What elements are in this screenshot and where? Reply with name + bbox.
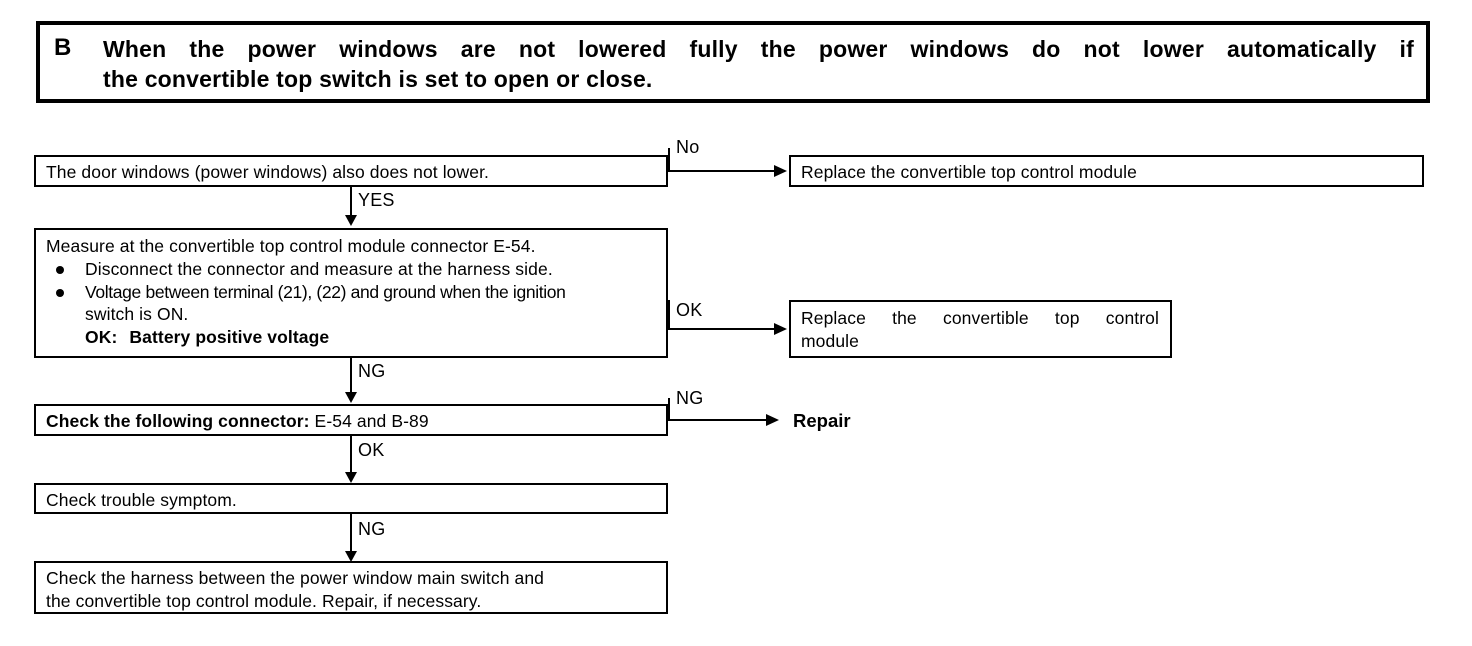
edge-ok-1-line — [668, 328, 776, 330]
node-door-windows: The door windows (power windows) also do… — [34, 155, 668, 187]
edge-label-ok-2: OK — [358, 440, 385, 460]
node-check-symptom-label: Check trouble symptom. — [46, 490, 237, 510]
node-check-harness-line-2: the convertible top control module. Repa… — [46, 590, 482, 611]
edge-ok-1-arrowhead — [774, 323, 787, 335]
header-callout-box: B When the power windows are not lowered… — [36, 21, 1430, 103]
bullet-icon — [56, 288, 64, 297]
header-text-line-1: When the power windows are not lowered f… — [103, 36, 1414, 62]
header-text-line-2: the convertible top switch is set to ope… — [103, 66, 653, 93]
node-check-connector-rest: E-54 and B-89 — [309, 411, 429, 431]
edge-ng-3-arrowhead — [345, 551, 357, 562]
node-measure-bullet-2-line-2: switch is ON. — [85, 304, 189, 325]
node-replace-module-1: Replace the convertible top control modu… — [789, 155, 1424, 187]
node-measure: Measure at the convertible top control m… — [34, 228, 668, 358]
edge-no-stub — [668, 148, 670, 172]
node-measure-title: Measure at the convertible top control m… — [46, 236, 536, 256]
node-check-connector-row: Check the following connector: E-54 and … — [46, 410, 658, 433]
node-check-connector: Check the following connector: E-54 and … — [34, 404, 668, 436]
edge-ng-1-arrowhead — [345, 392, 357, 403]
node-replace-module-2: Replace the convertible top control modu… — [789, 300, 1172, 358]
edge-ng-2-arrowhead — [766, 414, 779, 426]
node-measure-ok-label: OK: — [85, 327, 118, 347]
node-check-symptom: Check trouble symptom. — [34, 483, 668, 514]
node-measure-bullet-1: Disconnect the connector and measure at … — [46, 258, 658, 281]
bullet-icon — [56, 265, 64, 274]
edge-no-line — [668, 170, 776, 172]
node-measure-ok-row: OK: Battery positive voltage — [46, 326, 658, 349]
edge-label-ng-2: NG — [676, 388, 704, 408]
node-measure-ok-value: Battery positive voltage — [129, 327, 330, 347]
edge-ok-2-arrowhead — [345, 472, 357, 483]
header-letter: B — [54, 34, 72, 61]
edge-label-ng-1: NG — [358, 361, 386, 381]
node-measure-bullet-2-line-1: Voltage between terminal (21), (22) and … — [85, 281, 566, 302]
edge-ng-2-stub — [668, 398, 670, 420]
node-door-windows-label: The door windows (power windows) also do… — [46, 162, 490, 182]
edge-yes-line — [350, 187, 352, 222]
edge-label-no: No — [676, 137, 700, 157]
edge-ok-2-line — [350, 436, 352, 481]
node-measure-bullet-1-label: Disconnect the connector and measure at … — [85, 258, 553, 279]
node-replace-module-1-label: Replace the convertible top control modu… — [801, 162, 1137, 182]
edge-ng-2-line — [668, 419, 768, 421]
edge-ng-1-line — [350, 358, 352, 400]
node-repair: Repair — [793, 410, 851, 431]
edge-label-yes: YES — [358, 190, 395, 210]
node-measure-bullet-2: Voltage between terminal (21), (22) and … — [46, 281, 658, 304]
node-check-harness: Check the harness between the power wind… — [34, 561, 668, 614]
edge-label-ok-1: OK — [676, 300, 703, 320]
node-replace-module-2-line-2: module — [801, 330, 859, 351]
node-check-harness-line-1: Check the harness between the power wind… — [46, 568, 545, 588]
node-check-connector-bold: Check the following connector: — [46, 411, 310, 431]
edge-ok-1-stub — [668, 300, 670, 330]
header-text: When the power windows are not lowered f… — [103, 34, 1414, 95]
edge-ng-3-line — [350, 514, 352, 560]
edge-no-arrowhead — [774, 165, 787, 177]
edge-label-ng-3: NG — [358, 519, 386, 539]
node-replace-module-2-line-1: Replace the convertible top control — [801, 308, 1159, 328]
edge-yes-arrowhead — [345, 215, 357, 226]
